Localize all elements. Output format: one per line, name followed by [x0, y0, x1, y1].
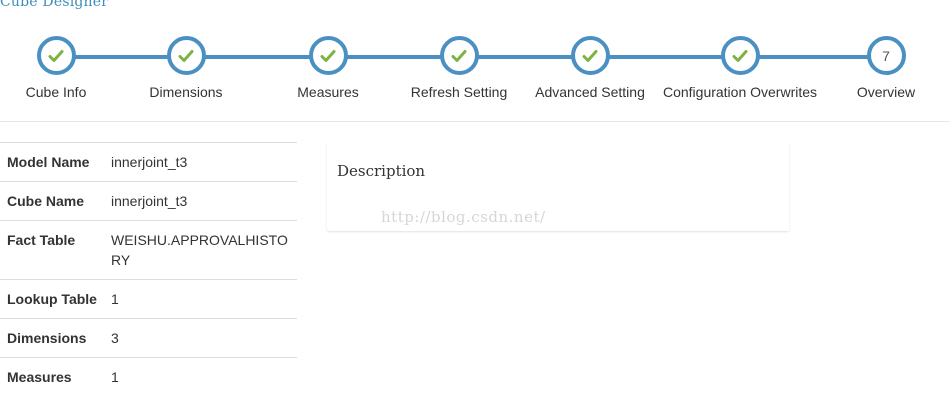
row-value: WEISHU.APPROVALHISTORY	[104, 220, 297, 280]
row-key: Measures	[0, 357, 104, 396]
step-circle	[36, 36, 76, 75]
check-icon	[582, 49, 598, 62]
description-panel: Description http://blog.csdn.net/	[327, 143, 789, 231]
row-key: Cube Name	[0, 181, 104, 221]
row-key: Model Name	[0, 142, 104, 182]
row-value: innerjoint_t3	[104, 181, 297, 221]
description-label: Description	[337, 162, 426, 180]
step-label: Configuration Overwrites	[662, 84, 818, 100]
step-label: Overview	[856, 84, 916, 100]
step-label: Dimensions	[149, 84, 223, 100]
check-icon	[48, 49, 64, 62]
row-value: 3	[104, 318, 297, 358]
row-key: Fact Table	[0, 220, 104, 280]
table-row: Dimensions 3	[0, 318, 297, 358]
overview-table: Model Name innerjoint_t3 Cube Name inner…	[0, 142, 297, 396]
table-row: Lookup Table 1	[0, 279, 297, 319]
row-value: innerjoint_t3	[104, 142, 297, 182]
step-cube-info[interactable]: Cube Info	[0, 36, 116, 100]
step-advanced-setting[interactable]: Advanced Setting	[530, 36, 650, 100]
row-value: 1	[104, 279, 297, 319]
step-circle	[570, 36, 610, 75]
check-icon	[732, 49, 748, 62]
wizard-steps: Cube Info Dimensions Measures Refresh Se…	[0, 0, 950, 120]
step-label: Measures	[297, 84, 359, 100]
step-circle: 7	[866, 36, 906, 75]
step-circle	[720, 36, 760, 75]
step-circle	[439, 36, 479, 75]
row-key: Dimensions	[0, 318, 104, 358]
step-configuration-overwrites[interactable]: Configuration Overwrites	[655, 36, 825, 100]
step-overview[interactable]: 7 Overview	[826, 36, 946, 100]
row-value: 1	[104, 357, 297, 396]
step-label: Refresh Setting	[410, 84, 508, 100]
divider	[0, 121, 950, 122]
step-refresh-setting[interactable]: Refresh Setting	[399, 36, 519, 100]
step-label: Cube Info	[25, 84, 87, 100]
row-key: Lookup Table	[0, 279, 104, 319]
step-measures[interactable]: Measures	[268, 36, 388, 100]
watermark-text: http://blog.csdn.net/	[381, 208, 546, 226]
table-row: Measures 1	[0, 357, 297, 396]
step-number: 7	[882, 47, 890, 64]
table-row: Fact Table WEISHU.APPROVALHISTORY	[0, 220, 297, 280]
table-row: Model Name innerjoint_t3	[0, 142, 297, 182]
check-icon	[178, 49, 194, 62]
step-circle	[308, 36, 348, 75]
table-row: Cube Name innerjoint_t3	[0, 181, 297, 221]
page-title: Cube Designer	[0, 0, 109, 10]
step-circle	[166, 36, 206, 75]
check-icon	[320, 49, 336, 62]
step-dimensions[interactable]: Dimensions	[126, 36, 246, 100]
check-icon	[451, 49, 467, 62]
step-label: Advanced Setting	[535, 84, 645, 100]
